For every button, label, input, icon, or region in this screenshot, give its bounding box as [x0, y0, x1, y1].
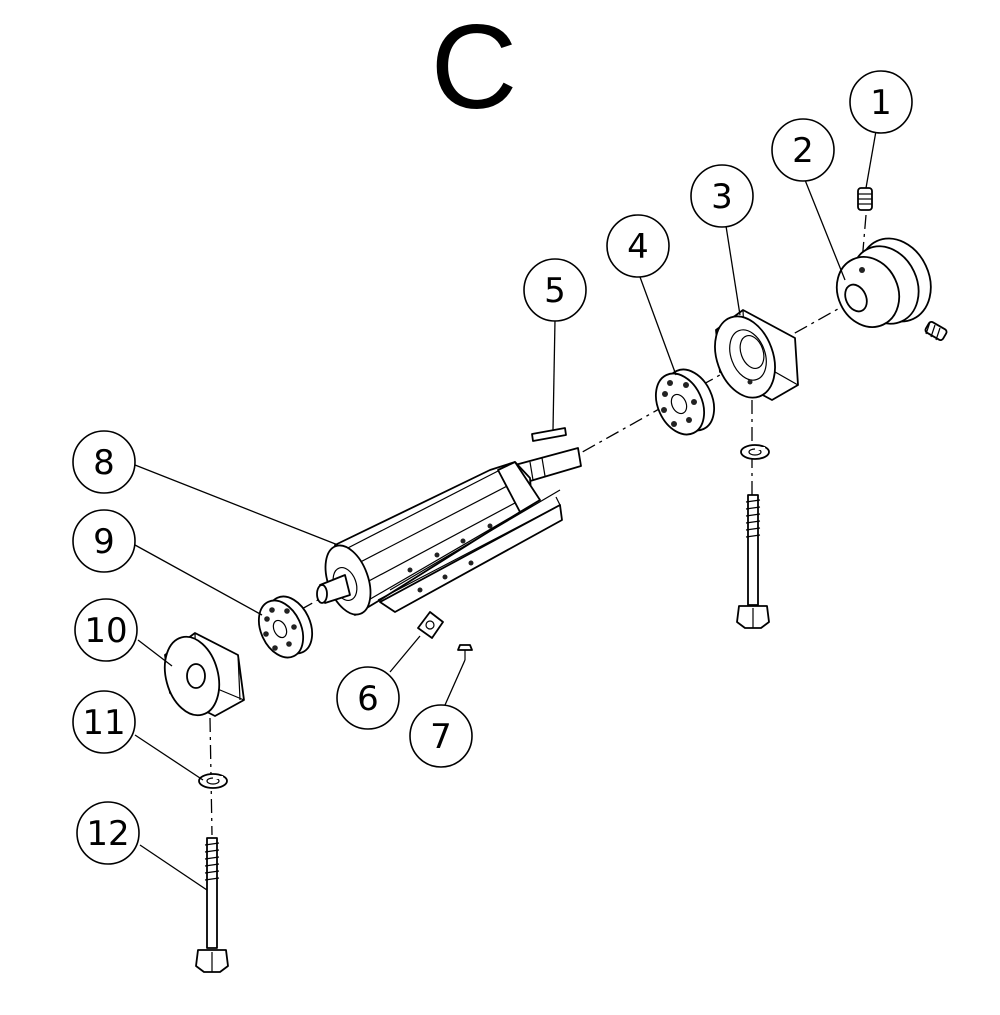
shaft-key — [531, 427, 567, 442]
leader-10 — [137, 639, 173, 667]
callout-9: 9 — [72, 509, 136, 573]
leader-5 — [552, 319, 556, 431]
callout-1: 1 — [849, 70, 913, 134]
svg-text:10: 10 — [84, 611, 127, 651]
bearing-right — [655, 368, 715, 436]
svg-text:4: 4 — [627, 227, 649, 267]
callout-11: 11 — [72, 690, 136, 754]
callout-8: 8 — [72, 430, 136, 494]
leader-4 — [639, 276, 677, 376]
bearing-housing-left — [163, 632, 245, 717]
svg-text:1: 1 — [870, 83, 892, 123]
washer-left — [198, 773, 228, 789]
callout-3: 3 — [690, 164, 754, 228]
svg-text:7: 7 — [430, 717, 452, 757]
bearing-left — [257, 595, 314, 659]
leader-7 — [444, 659, 466, 706]
small-screw — [457, 644, 473, 660]
bolt-left — [195, 837, 229, 973]
svg-text:12: 12 — [86, 814, 129, 854]
svg-text:3: 3 — [711, 177, 733, 217]
leader-3 — [725, 225, 741, 316]
callout-7: 7 — [409, 704, 473, 768]
svg-text:5: 5 — [544, 271, 566, 311]
leader-11 — [134, 734, 204, 781]
set-screw-top — [857, 187, 873, 211]
leader-9 — [134, 544, 263, 616]
svg-text:6: 6 — [357, 679, 379, 719]
diagram-title: C — [431, 0, 518, 134]
leader-1 — [865, 130, 877, 189]
pulley-set-screw — [924, 321, 948, 341]
washer-right — [740, 444, 770, 460]
callout-4: 4 — [606, 214, 670, 278]
svg-text:11: 11 — [82, 703, 125, 743]
leader-2 — [804, 179, 846, 281]
bearing-housing-right — [714, 309, 799, 401]
callout-2: 2 — [771, 118, 835, 182]
svg-text:2: 2 — [792, 131, 814, 171]
pulley — [835, 237, 932, 328]
callout-6: 6 — [336, 666, 400, 730]
callout-10: 10 — [74, 598, 138, 662]
callout-12: 12 — [76, 801, 140, 865]
svg-text:8: 8 — [93, 443, 115, 483]
svg-text:9: 9 — [93, 522, 115, 562]
leader-12 — [139, 844, 208, 891]
bolt-right — [736, 494, 770, 629]
callout-5: 5 — [523, 258, 587, 322]
leader-6 — [389, 635, 421, 673]
leader-8 — [134, 464, 339, 546]
knife-gib — [417, 611, 444, 639]
cutterhead — [316, 447, 582, 616]
